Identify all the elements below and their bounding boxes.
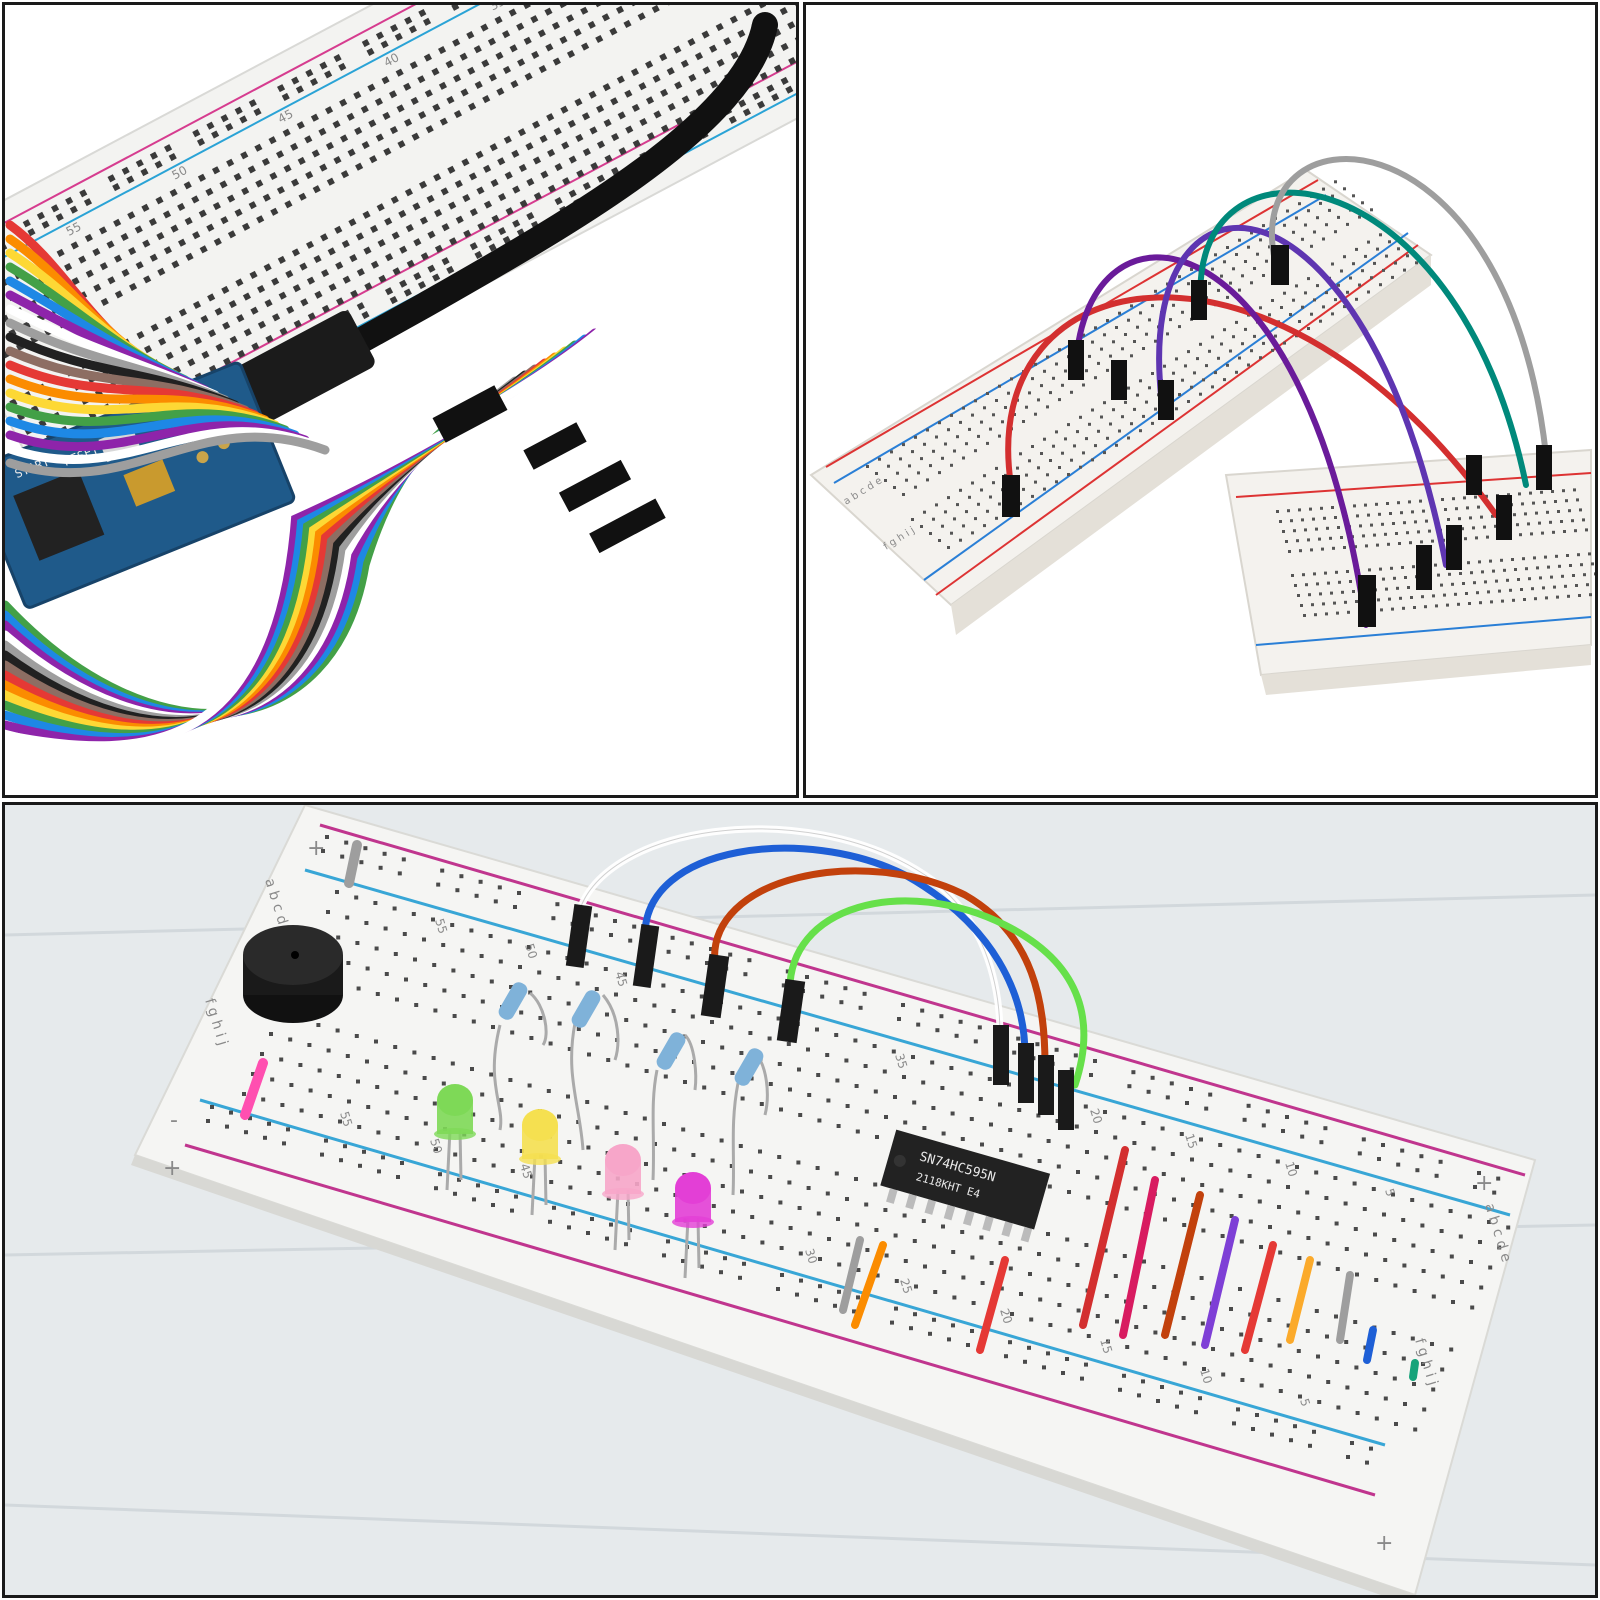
ic-chip: SN74HC595N 2118KHT E4: [880, 1129, 1051, 1243]
column-number-top: 45: [612, 970, 630, 989]
breadboard-small-holes: [1276, 488, 1595, 617]
short-wire: [1079, 1146, 1129, 1329]
column-number-bottom: 20: [997, 1307, 1015, 1326]
short-wire: [1201, 1216, 1239, 1349]
led-dome: [605, 1144, 641, 1176]
rail-plus-top-left: +: [307, 836, 325, 861]
short-wire-gray-top: [344, 840, 362, 888]
board-number: 50: [169, 163, 189, 183]
rail-minus-bottom-left: -: [170, 1108, 178, 1133]
panel-1-illustration: 555045403530a b c d e RESET START: [5, 5, 796, 751]
short-wire: [1409, 1359, 1419, 1381]
column-numbers-top: 55 50 45 35 20 15 10 5: [432, 917, 1398, 1198]
panel-2-illustration: a b c d e f g h i j: [809, 156, 1595, 695]
rail-plus-right: +: [1475, 1171, 1493, 1196]
arched-jumpers: [573, 825, 1088, 1089]
jumper-wires: [1005, 156, 1549, 628]
short-wire: [1336, 1271, 1354, 1344]
short-wire: [839, 1236, 864, 1314]
power-rails: [184, 823, 1526, 1497]
usb-cable: [322, 12, 778, 368]
board-number: 40: [381, 50, 401, 70]
dupont-connectors: [432, 385, 666, 554]
column-number-bottom: 15: [1097, 1337, 1115, 1356]
resistors: [492, 991, 769, 1196]
photo-panel-two-breadboards: a b c d e f g h i j: [803, 2, 1598, 798]
jumper-connectors: [1002, 245, 1552, 627]
column-number-top: 35: [892, 1052, 910, 1071]
short-wire: [851, 1241, 887, 1329]
loop-wire: [5, 322, 610, 751]
column-number-top: 50: [522, 942, 540, 961]
breadboard-1-numbers: 555045403530a b c d e: [64, 5, 508, 239]
short-wire: [1161, 1191, 1204, 1339]
column-number-top: 5: [1382, 1187, 1398, 1198]
column-number-bottom: 10: [1197, 1367, 1215, 1386]
board-number: 35: [487, 5, 507, 13]
column-number-top: 10: [1282, 1160, 1300, 1179]
short-wire-pink-left: [240, 1058, 268, 1120]
resistor-bodies: [498, 982, 764, 1086]
short-wire: [1286, 1256, 1314, 1344]
led-dome: [437, 1084, 473, 1116]
column-number-top: 55: [432, 917, 450, 936]
column-number-bottom: 25: [897, 1277, 915, 1296]
rail-plus-bottom-right: +: [1375, 1531, 1393, 1556]
column-number-bottom: 45: [517, 1162, 535, 1181]
column-number-bottom: 55: [337, 1110, 355, 1129]
led-dome: [675, 1172, 711, 1204]
short-wire: [1241, 1241, 1277, 1354]
ribbon-wire: [5, 432, 330, 478]
column-number-top: 15: [1182, 1132, 1200, 1151]
column-number-bottom: 5: [1297, 1397, 1313, 1408]
short-wire: [1119, 1176, 1159, 1339]
panel-3-illustration: + - + + + a b c d e f g h i j a b c d e …: [5, 805, 1595, 1595]
rail-plus-bottom-left: +: [163, 1156, 181, 1181]
column-number-bottom: 50: [427, 1137, 445, 1156]
short-wires: [839, 1146, 1419, 1381]
column-number-top: 20: [1087, 1107, 1105, 1126]
breadboard-main: [133, 805, 1537, 1595]
photo-panel-breadboard-circuit: + - + + + a b c d e f g h i j a b c d e …: [2, 802, 1598, 1598]
leds: [434, 1084, 714, 1279]
short-wire: [976, 1256, 1009, 1354]
short-wire: [1363, 1326, 1377, 1364]
jumper-connectors-main: [565, 904, 1074, 1130]
buzzer: [243, 925, 343, 1023]
column-numbers-bottom: 55 50 45 30 25 20 15 10 5: [337, 1110, 1313, 1408]
photo-panel-breadboard-microcontroller: 555045403530a b c d e RESET START: [2, 2, 799, 798]
board-number: 45: [275, 107, 295, 127]
led-dome: [522, 1109, 558, 1141]
usb-plug: [235, 311, 375, 423]
column-number-bottom: 30: [802, 1247, 820, 1266]
breadboard-1: 555045403530a b c d e: [5, 5, 796, 514]
board-number: 55: [64, 219, 84, 239]
